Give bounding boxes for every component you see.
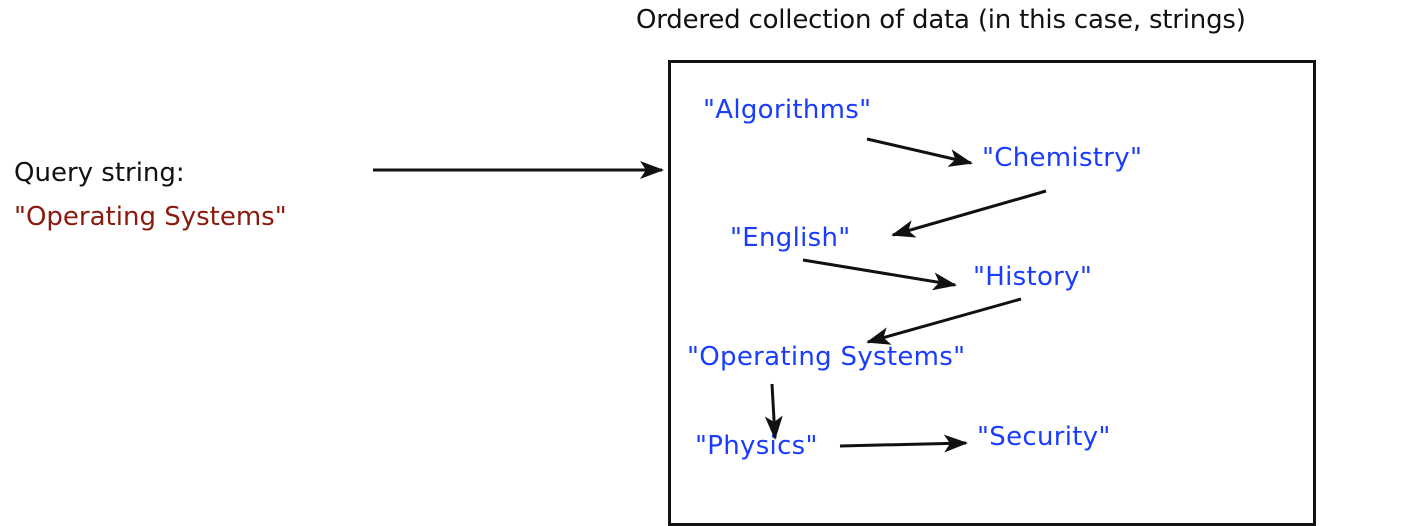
collection-item-security: "Security"	[977, 422, 1111, 452]
query-label: Query string:	[14, 158, 185, 188]
collection-item-chemistry: "Chemistry"	[982, 143, 1143, 173]
arrow-physics-to-security	[839, 434, 968, 453]
query-value: "Operating Systems"	[14, 202, 287, 232]
collection-item-operating-systems: "Operating Systems"	[687, 342, 966, 372]
collection-item-english: "English"	[730, 223, 851, 253]
collection-box	[668, 60, 1316, 526]
arrow-algorithms-to-chemistry	[866, 137, 973, 167]
arrow-operating-systems-to-physics	[764, 383, 783, 440]
collection-item-algorithms: "Algorithms"	[703, 95, 872, 125]
collection-item-physics: "Physics"	[695, 431, 818, 461]
arrow-english-to-history	[802, 258, 957, 291]
collection-item-history: "History"	[973, 262, 1093, 292]
collection-title: Ordered collection of data (in this case…	[636, 5, 1246, 35]
arrow-history-to-operating-systems	[866, 297, 1022, 345]
arrow-chemistry-to-english	[891, 189, 1047, 238]
